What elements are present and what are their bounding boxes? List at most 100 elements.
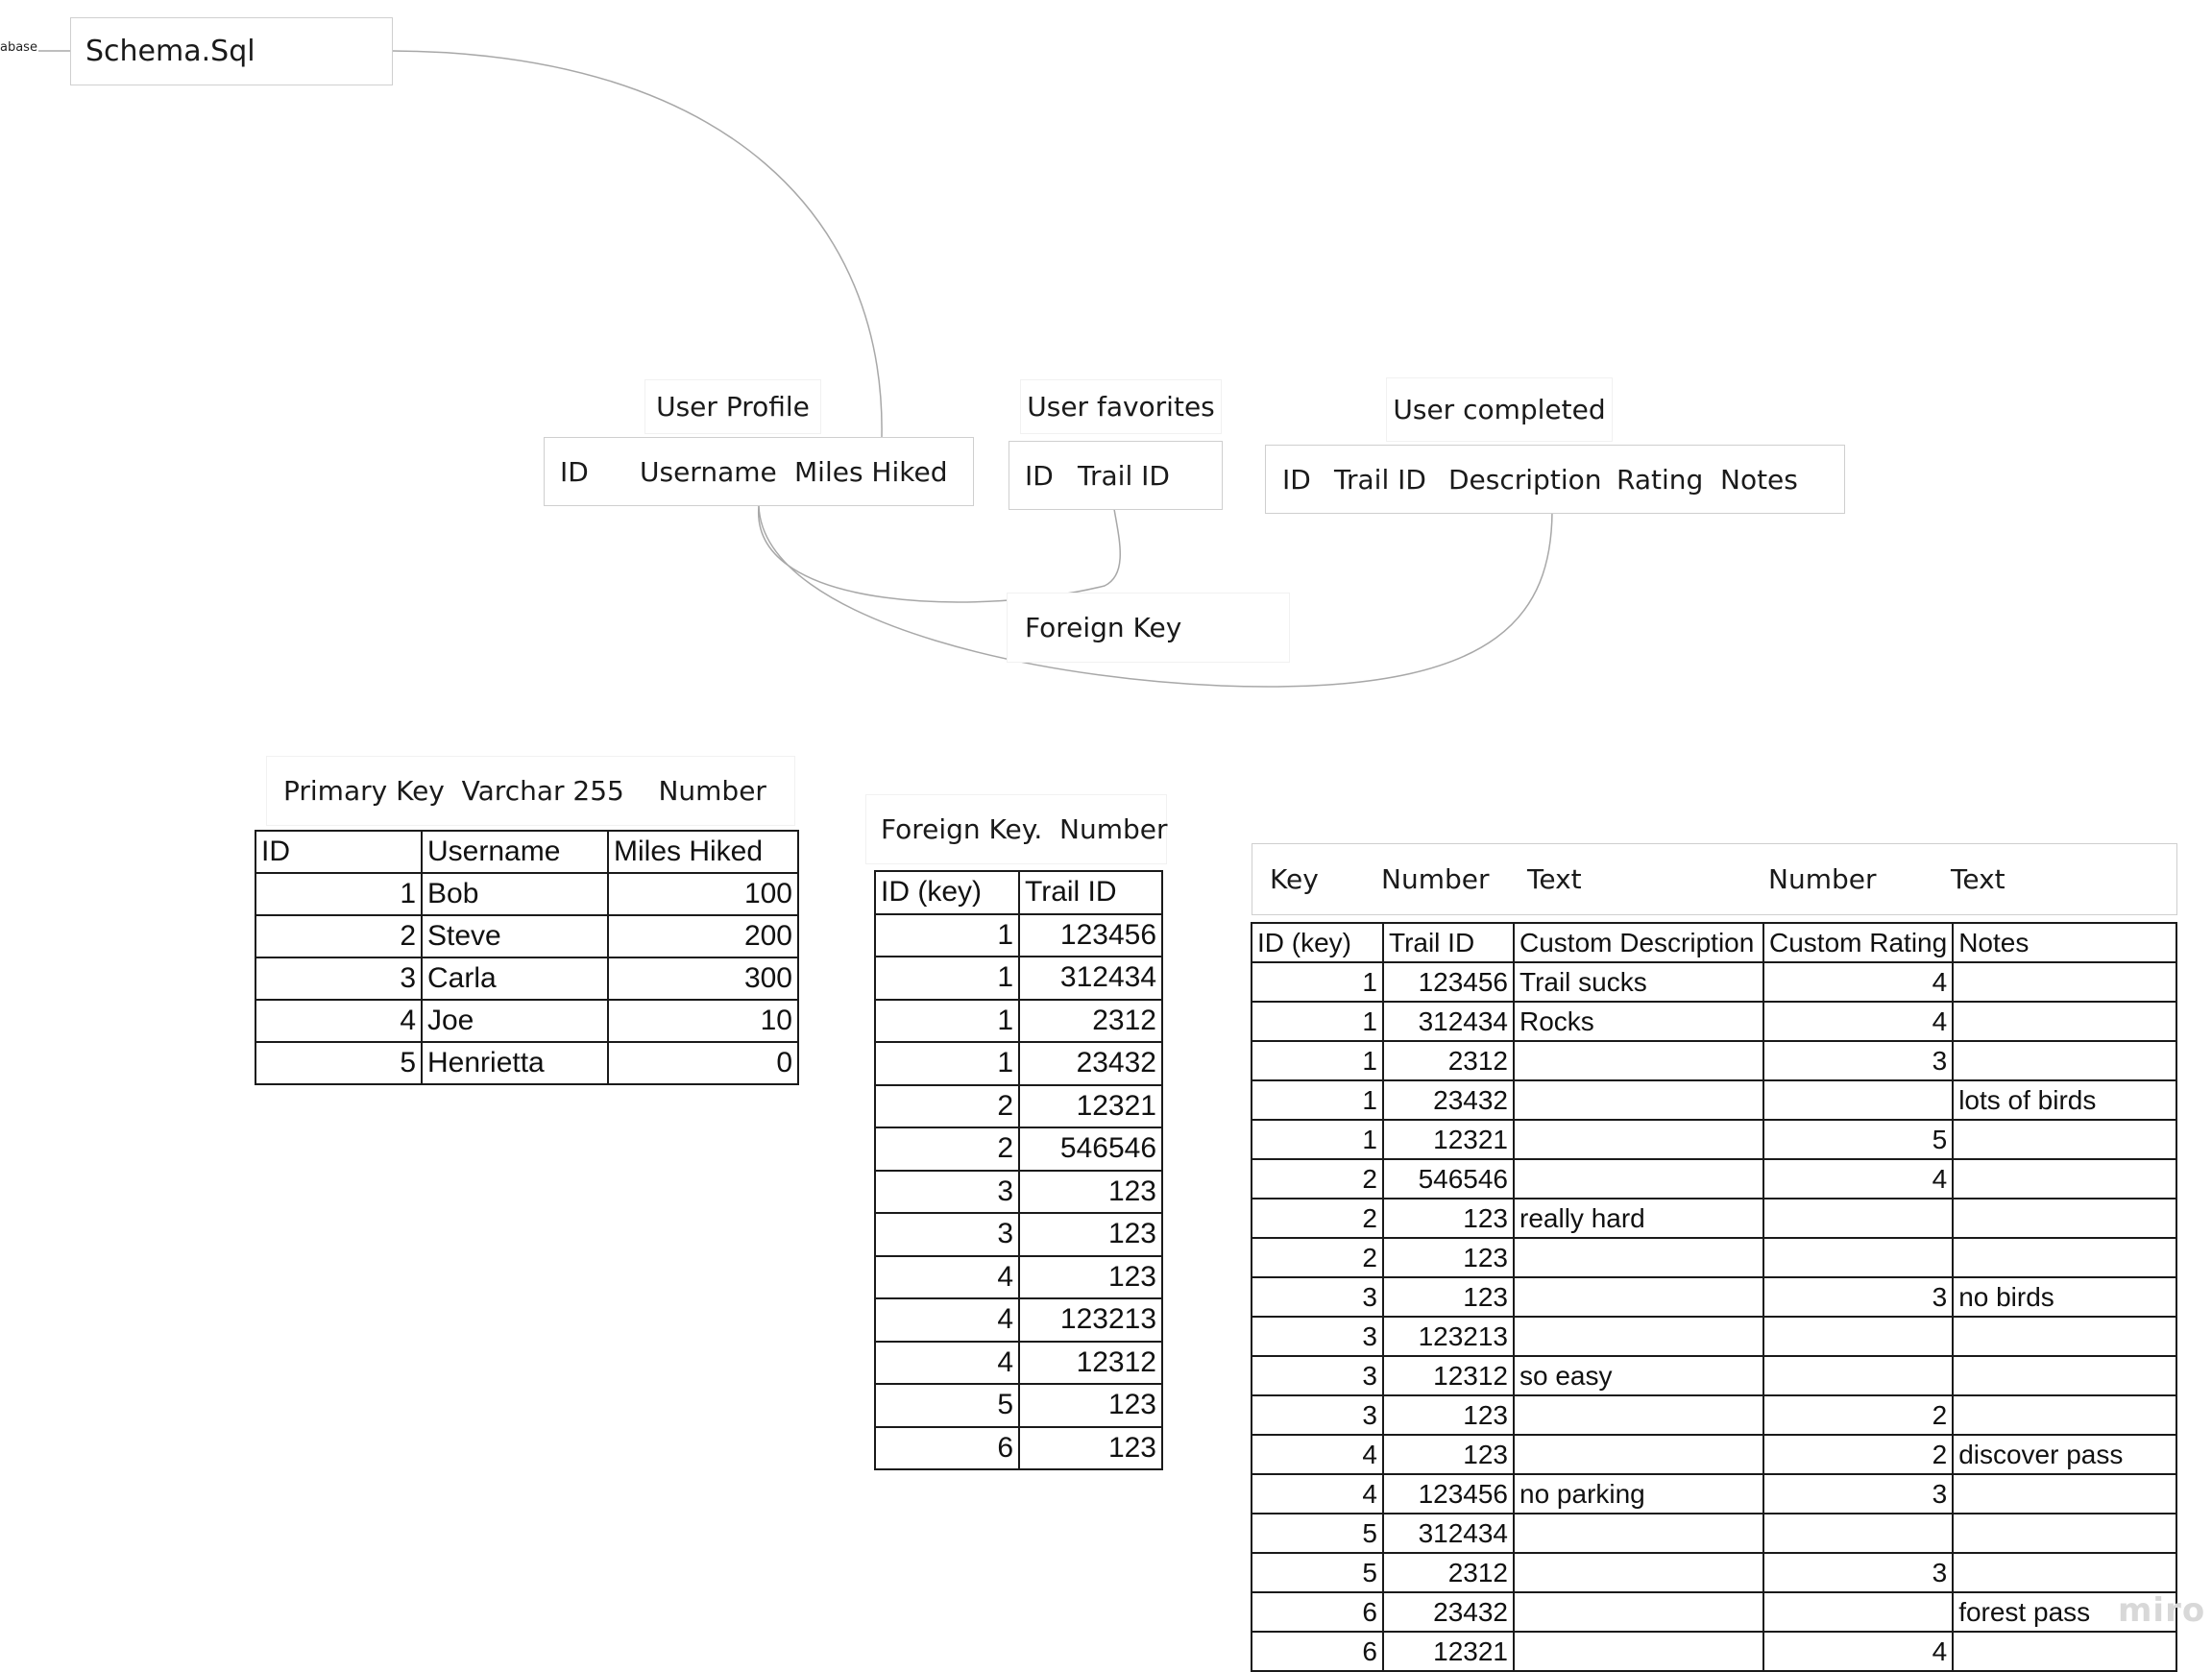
table-cell[interactable] (1952, 1158, 2178, 1199)
table-cell[interactable] (1513, 1119, 1764, 1160)
table-cell[interactable]: 123 (1382, 1434, 1515, 1475)
column-header[interactable]: Miles Hiked (607, 830, 799, 874)
table-cell[interactable] (1952, 1119, 2178, 1160)
table-cell[interactable]: 1 (1251, 1119, 1384, 1160)
table-cell[interactable]: 2 (874, 1127, 1020, 1172)
table-cell[interactable]: no birds (1952, 1276, 2178, 1318)
table-cell[interactable] (1513, 1394, 1764, 1436)
table-cell[interactable]: 1 (874, 1041, 1020, 1086)
table-cell[interactable] (1762, 1355, 1955, 1396)
table-cell[interactable]: 546546 (1382, 1158, 1515, 1199)
column-header[interactable]: Custom Description (1513, 922, 1764, 963)
table-cell[interactable]: Joe (421, 999, 609, 1043)
table-cell[interactable] (1762, 1316, 1955, 1357)
table-cell[interactable]: 4 (1762, 1631, 1955, 1672)
table-cell[interactable]: 2 (874, 1083, 1020, 1128)
table-cell[interactable]: 312434 (1382, 1513, 1515, 1554)
table-cell[interactable]: 123456 (1382, 961, 1515, 1003)
table-cell[interactable]: 23432 (1382, 1079, 1515, 1121)
table-cell[interactable]: 3 (1251, 1355, 1384, 1396)
table-cell[interactable]: 23432 (1382, 1591, 1515, 1633)
table-cell[interactable]: lots of birds (1952, 1079, 2178, 1121)
table-cell[interactable]: Steve (421, 914, 609, 958)
table-cell[interactable]: 12321 (1382, 1631, 1515, 1672)
table-cell[interactable]: 2312 (1382, 1040, 1515, 1081)
table-cell[interactable] (1513, 1631, 1764, 1672)
table-cell[interactable]: Carla (421, 957, 609, 1001)
table-cell[interactable] (1513, 1276, 1764, 1318)
table-cell[interactable] (1762, 1591, 1955, 1633)
user-profile-columns-card[interactable]: ID Username Miles Hiked (544, 437, 974, 506)
completed-type-header-card[interactable]: Key Number Text Number Text (1252, 843, 2177, 915)
table-cell[interactable]: 1 (1251, 961, 1384, 1003)
table-cell[interactable]: 1 (1251, 1040, 1384, 1081)
table-cell[interactable]: 0 (607, 1041, 799, 1085)
user-profile-title-card[interactable]: User Profile (644, 379, 821, 434)
table-cell[interactable]: 4 (1762, 1001, 1955, 1042)
table-cell[interactable]: 312434 (1382, 1001, 1515, 1042)
table-cell[interactable]: 1 (255, 872, 423, 916)
table-cell[interactable]: 2 (1762, 1434, 1955, 1475)
table-cell[interactable] (1513, 1079, 1764, 1121)
user-completed-columns-card[interactable]: ID Trail ID Description Rating Notes (1265, 445, 1845, 514)
table-cell[interactable]: 123 (1382, 1394, 1515, 1436)
column-header[interactable]: Trail ID (1382, 922, 1515, 963)
table-cell[interactable] (1762, 1079, 1955, 1121)
table-cell[interactable] (1513, 1316, 1764, 1357)
table-cell[interactable]: 3 (874, 1212, 1020, 1257)
table-cell[interactable]: 1 (874, 956, 1020, 1001)
table-cell[interactable]: 5 (874, 1383, 1020, 1428)
table-cell[interactable] (1762, 1237, 1955, 1278)
table-cell[interactable] (1952, 1040, 2178, 1081)
table-cell[interactable]: 12321 (1382, 1119, 1515, 1160)
table-cell[interactable]: 6 (1251, 1631, 1384, 1672)
table-cell[interactable]: 123 (1018, 1212, 1163, 1257)
table-cell[interactable]: 123 (1018, 1254, 1163, 1299)
table-cell[interactable]: Rocks (1513, 1001, 1764, 1042)
table-cell[interactable]: 23432 (1018, 1041, 1163, 1086)
table-cell[interactable]: 4 (1762, 1158, 1955, 1199)
table-cell[interactable] (1513, 1591, 1764, 1633)
table-cell[interactable] (1762, 1513, 1955, 1554)
table-cell[interactable]: forest pass (1952, 1591, 2178, 1633)
table-cell[interactable]: 2 (1251, 1198, 1384, 1239)
table-cell[interactable]: 4 (874, 1254, 1020, 1299)
table-cell[interactable]: 123 (1382, 1198, 1515, 1239)
table-cell[interactable]: 6 (874, 1425, 1020, 1470)
table-cell[interactable] (1952, 1552, 2178, 1593)
table-cell[interactable]: 300 (607, 957, 799, 1001)
table-cell[interactable]: 3 (1762, 1473, 1955, 1514)
table-cell[interactable]: 123213 (1018, 1297, 1163, 1343)
user-favorites-columns-card[interactable]: ID Trail ID (1009, 441, 1223, 510)
table-cell[interactable]: 12312 (1382, 1355, 1515, 1396)
table-cell[interactable]: 2 (1762, 1394, 1955, 1436)
schema-root-card[interactable]: Schema.Sql (70, 17, 393, 85)
table-cell[interactable]: Henrietta (421, 1041, 609, 1085)
table-cell[interactable]: 312434 (1018, 956, 1163, 1001)
table-cell[interactable]: 123456 (1382, 1473, 1515, 1514)
table-cell[interactable]: 3 (874, 1169, 1020, 1214)
table-cell[interactable]: 4 (1251, 1473, 1384, 1514)
table-cell[interactable]: no parking (1513, 1473, 1764, 1514)
table-cell[interactable]: 123 (1018, 1425, 1163, 1470)
table-cell[interactable]: 2 (255, 914, 423, 958)
table-cell[interactable]: 5 (1762, 1119, 1955, 1160)
table-cell[interactable]: 4 (1251, 1434, 1384, 1475)
table-cell[interactable]: 2312 (1018, 998, 1163, 1043)
column-header[interactable]: Custom Rating (1762, 922, 1955, 963)
table-cell[interactable]: 123213 (1382, 1316, 1515, 1357)
table-cell[interactable]: discover pass (1952, 1434, 2178, 1475)
table-cell[interactable]: 2 (1251, 1158, 1384, 1199)
table-cell[interactable]: 4 (874, 1340, 1020, 1385)
column-header[interactable]: ID (255, 830, 423, 874)
table-cell[interactable]: really hard (1513, 1198, 1764, 1239)
table-cell[interactable]: 12312 (1018, 1340, 1163, 1385)
table-cell[interactable]: 5 (255, 1041, 423, 1085)
table-cell[interactable]: 3 (1251, 1276, 1384, 1318)
table-cell[interactable]: 123 (1018, 1383, 1163, 1428)
table-cell[interactable]: 6 (1251, 1591, 1384, 1633)
table-cell[interactable]: 1 (1251, 1001, 1384, 1042)
foreign-key-label-card[interactable]: Foreign Key (1007, 593, 1290, 663)
table-cell[interactable]: 1 (874, 998, 1020, 1043)
column-header[interactable]: ID (key) (874, 870, 1020, 915)
